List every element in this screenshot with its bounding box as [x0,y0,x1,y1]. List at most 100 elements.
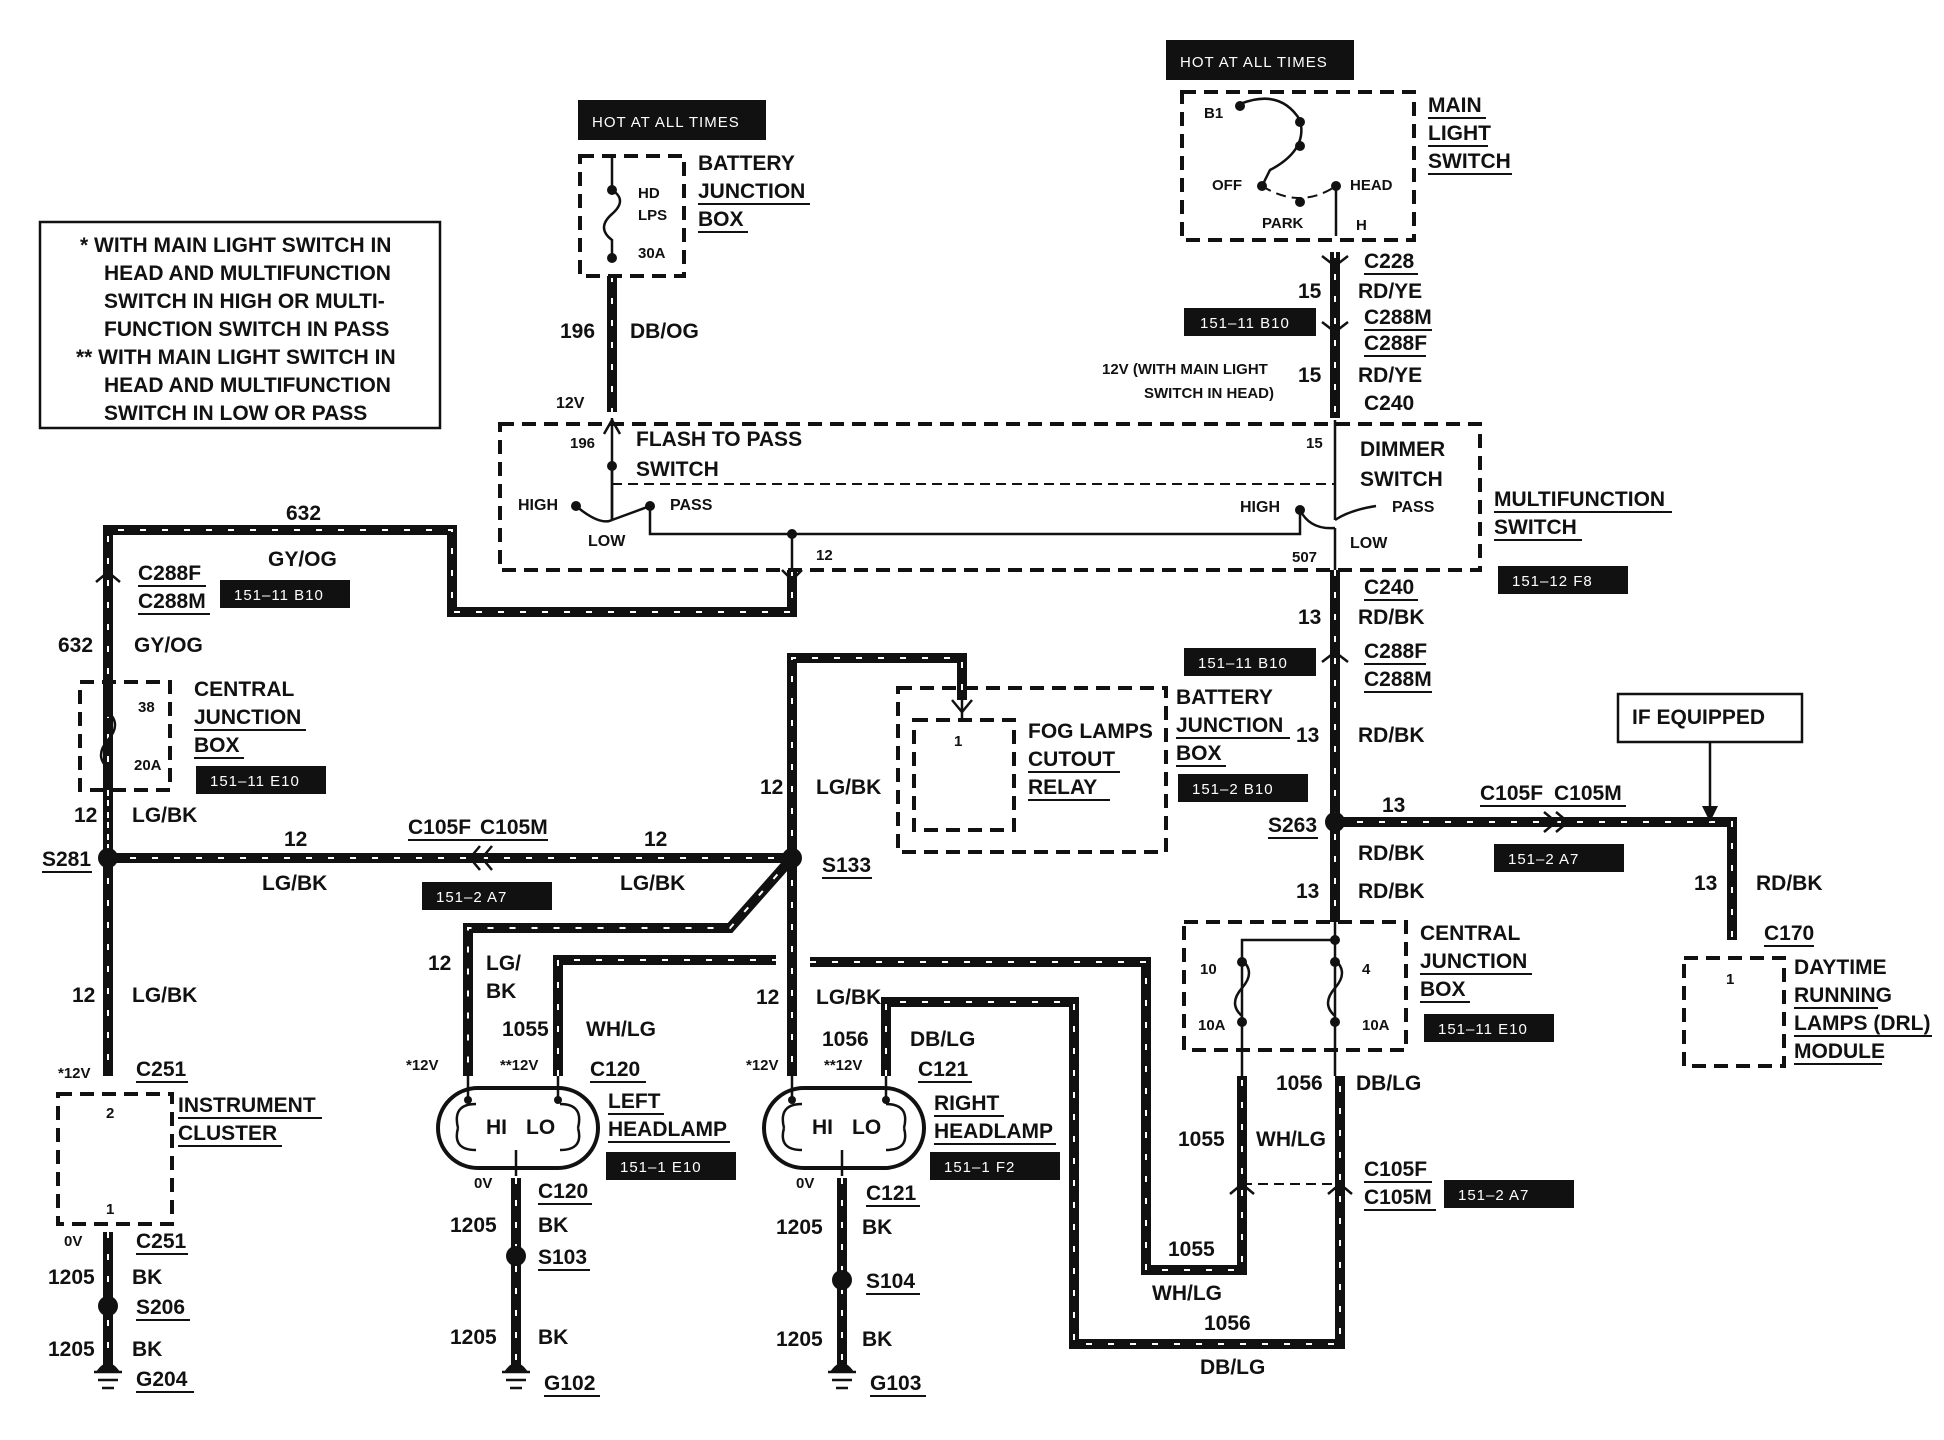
wire-number: 632 [58,634,93,657]
splice-label: S103 [538,1246,587,1269]
wire-number: 13 [1296,880,1319,903]
wire-number: 1205 [776,1216,823,1239]
hot-label-battery-bg [578,100,766,140]
connector-label: C288F [1364,332,1427,355]
splice-label: S206 [136,1296,185,1319]
component-label: RIGHT [934,1092,1000,1115]
ref-label: 151–11 E10 [210,773,300,790]
connector-label: C120 [538,1180,588,1203]
splice-label: S133 [822,854,871,877]
wire-color: BK [132,1266,162,1289]
wire-color: LG/BK [262,872,327,895]
connector-label: C251 [136,1058,187,1081]
connector-label: C105F [1480,782,1543,805]
ref-label: 151–2 B10 [1192,781,1274,798]
central-junction-box-left: 38 20A CENTRAL JUNCTION BOX [78,678,306,792]
component-label: JUNCTION [1176,714,1283,737]
connector-label: C288M [1364,668,1432,691]
component-label: DAYTIME [1794,956,1887,979]
splice-label: S263 [1268,814,1317,837]
component-label: JUNCTION [1420,950,1527,973]
component-label: CLUSTER [178,1122,277,1145]
main-light-switch: B1 OFF HEAD PARK H MAIN LIGHT SWITCH [1180,90,1512,242]
component-label: SWITCH [636,458,719,481]
connector-label: C288M [1364,306,1432,329]
terminal-label: HEAD [1350,177,1393,194]
wire-color: RD/BK [1358,880,1425,903]
voltage-label: **12V [824,1057,862,1074]
wire-number: 13 [1296,724,1319,747]
wire-number: 1056 [1276,1072,1323,1095]
ground-label: G204 [136,1368,188,1391]
component-label: BOX [1420,978,1466,1001]
wire-color: RD/YE [1358,280,1422,303]
wire-color: DB/OG [630,320,699,343]
component-label: LIGHT [1428,122,1491,145]
voltage-label: 12V [556,395,585,412]
fuse-rating: 10A [1198,1017,1226,1034]
ground-label: G102 [544,1372,595,1395]
fuse-label: 38 [138,699,155,716]
fuse-label: HD [638,185,660,202]
component-label: BOX [194,734,240,757]
splice-s104 [832,1270,852,1290]
component-label: INSTRUMENT [178,1094,316,1117]
wire-number: 12 [644,828,667,851]
wire-color: LG/ [486,952,521,975]
voltage-label: *12V [58,1065,91,1082]
wire-number: 632 [286,502,321,525]
terminal-label: HIGH [518,497,558,514]
hot-label-main: HOT AT ALL TIMES [1180,54,1328,71]
ground-g204 [94,1363,122,1390]
fuse-rating: 30A [638,245,666,262]
component-label: BATTERY [1176,686,1273,709]
connector-label: C105M [1364,1186,1432,1209]
ref-label: 151–11 B10 [1200,315,1290,332]
component-label: JUNCTION [698,180,805,203]
component-label: RUNNING [1794,984,1892,1007]
component-label: DIMMER [1360,438,1445,461]
wire-color: LG/BK [816,776,881,799]
terminal-label: 507 [1292,549,1317,566]
drl-module: 1 DAYTIME RUNNING LAMPS (DRL) MODULE [1682,956,1932,1068]
right-headlamp: HI LO [762,1076,926,1176]
wire-color: BK [862,1216,892,1239]
wire-color: RD/BK [1756,872,1823,895]
wire-color: BK [862,1328,892,1351]
component-label: JUNCTION [194,706,301,729]
notes-box: * WITH MAIN LIGHT SWITCH IN HEAD AND MUL… [38,220,442,430]
wire-color: BK [486,980,516,1003]
terminal-label: OFF [1212,177,1242,194]
wire-stripes [107,252,1733,1370]
note-line: SWITCH IN LOW OR PASS [104,402,367,425]
wire-color: BK [538,1326,568,1349]
connector-label: C105M [1554,782,1622,805]
component-label: CENTRAL [1420,922,1520,945]
connector-label: C105F [408,816,471,839]
ref-label: 151–1 F2 [944,1159,1015,1176]
battery-junction-box-mid: BATTERY JUNCTION BOX [1176,686,1290,767]
wire-color: LG/BK [132,984,197,1007]
note-line: HEAD AND MULTIFUNCTION [104,262,391,285]
connector-label: C105M [480,816,548,839]
wire-color: LG/BK [816,986,881,1009]
component-label: MAIN [1428,94,1482,117]
component-label: FLASH TO PASS [636,428,802,451]
ground-g102 [502,1363,530,1390]
note-line: ** WITH MAIN LIGHT SWITCH IN [76,346,396,369]
component-label: BOX [698,208,744,231]
wire-number: 1205 [48,1266,95,1289]
pin-label: 1 [1726,971,1734,988]
ground-label: G103 [870,1372,921,1395]
splice-label: S281 [42,848,91,871]
wire-number: 1205 [776,1328,823,1351]
terminal-label: LOW [588,533,626,550]
wire-color: BK [132,1338,162,1361]
wire-color: LG/BK [620,872,685,895]
note-line: SWITCH IN HIGH OR MULTI- [104,290,385,313]
component-label: BATTERY [698,152,795,175]
component-label: SWITCH [1494,516,1577,539]
splice-s263 [1325,812,1345,832]
component-label: CUTOUT [1028,748,1115,771]
